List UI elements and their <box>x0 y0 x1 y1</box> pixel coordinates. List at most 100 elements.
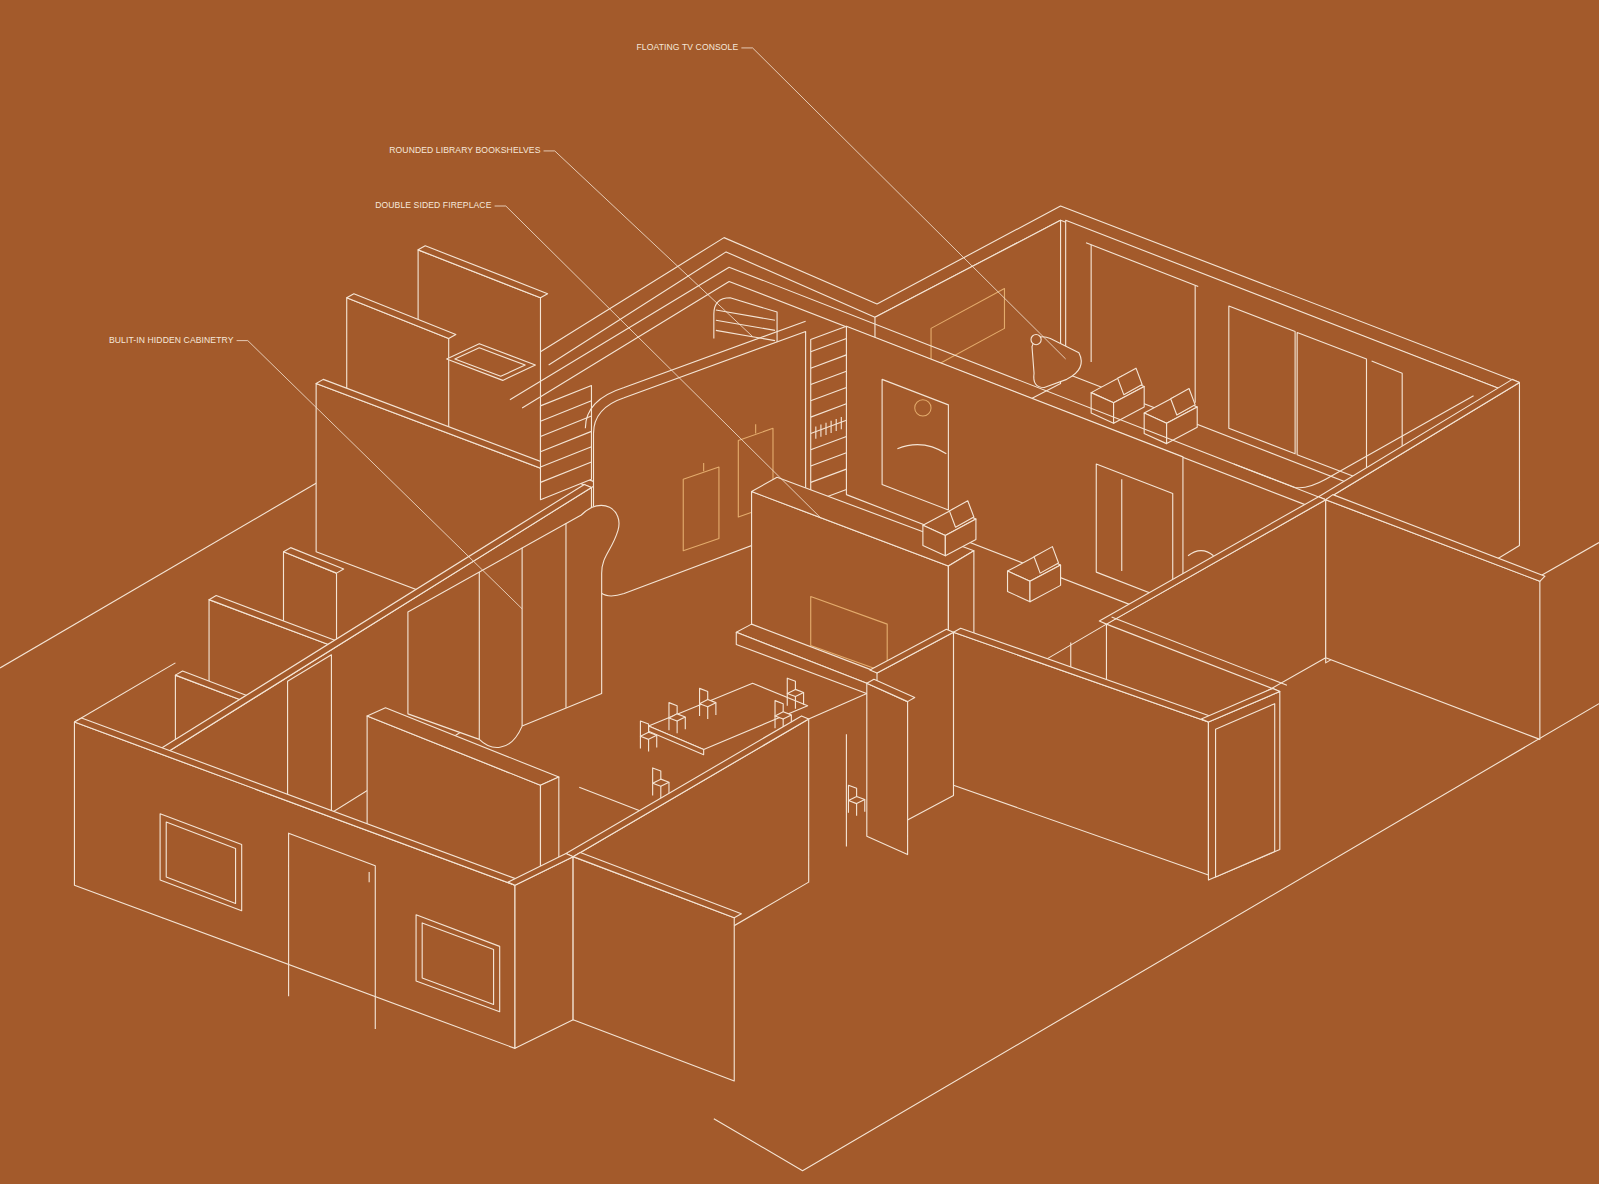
shower-tray <box>455 348 525 377</box>
window <box>160 814 242 911</box>
wall-top <box>1040 624 1106 663</box>
shower-tray <box>447 344 536 381</box>
book <box>836 419 837 431</box>
floor-edge <box>1540 543 1599 577</box>
book <box>825 423 826 435</box>
shelf <box>716 310 775 320</box>
door <box>289 833 376 1029</box>
wall-top <box>1326 495 1545 582</box>
chair <box>787 693 788 705</box>
armchair <box>923 525 945 556</box>
plant <box>915 400 931 416</box>
chair <box>656 735 657 747</box>
shelf <box>811 371 847 384</box>
artwork <box>683 467 719 551</box>
shelf <box>540 462 591 482</box>
leader-lines <box>237 48 1066 609</box>
leader-line <box>741 48 1065 359</box>
chair <box>700 700 716 707</box>
shelf <box>811 355 847 368</box>
window <box>166 822 235 904</box>
wall-top <box>175 671 246 700</box>
chair <box>787 689 803 696</box>
wall-top <box>209 596 335 645</box>
shelf <box>540 401 591 421</box>
doorway <box>882 379 948 510</box>
lamp <box>1188 551 1213 556</box>
wall-top <box>418 246 548 298</box>
wall-top <box>573 853 741 918</box>
lamp <box>1031 334 1041 344</box>
wall-top <box>508 854 573 886</box>
leader-line <box>544 151 753 337</box>
shelf <box>716 320 775 330</box>
wall <box>1208 691 1279 880</box>
tv-screen <box>931 289 1004 369</box>
tv-console <box>1032 337 1081 388</box>
armchair <box>1008 571 1030 602</box>
hidden-cabinetry <box>408 505 619 747</box>
doorway <box>1216 704 1275 877</box>
armchair <box>1034 547 1058 574</box>
rounded-bookshelf <box>714 298 777 343</box>
door <box>846 734 847 846</box>
shelf <box>811 404 847 417</box>
door-handle <box>369 872 370 882</box>
curtain-rod <box>1086 243 1198 287</box>
armchair <box>1091 393 1113 424</box>
wall <box>867 683 908 854</box>
wall-top <box>1099 497 1325 624</box>
chair <box>864 800 865 812</box>
wall-top <box>566 716 809 857</box>
exterior-wall <box>74 663 175 722</box>
shelf <box>811 469 847 482</box>
wall-top <box>870 629 954 673</box>
chair <box>774 716 775 728</box>
chair <box>669 714 685 721</box>
sliding-door <box>1297 332 1366 481</box>
shelf <box>811 388 847 401</box>
plant <box>897 445 946 454</box>
chair <box>668 718 669 730</box>
chair <box>775 712 791 719</box>
wall <box>953 632 1208 875</box>
chair <box>640 736 641 748</box>
callout-label: DOUBLE SIDED FIREPLACE <box>375 201 491 210</box>
chair <box>699 704 700 716</box>
book <box>831 421 832 433</box>
curtain <box>1195 286 1196 403</box>
curtain <box>1091 245 1092 362</box>
window <box>416 915 500 1012</box>
book <box>820 425 821 437</box>
wall-top <box>74 718 522 885</box>
cabinet-panel <box>522 548 523 726</box>
wall <box>515 857 573 1049</box>
callout-label: FLOATING TV CONSOLE <box>636 43 738 52</box>
door <box>1121 479 1122 571</box>
chair <box>707 707 708 719</box>
leader-line <box>237 341 523 609</box>
leader-line <box>495 206 821 518</box>
wall-top <box>809 693 867 718</box>
wall-top <box>1106 624 1279 691</box>
wall-top <box>953 628 1215 722</box>
chair <box>685 717 686 729</box>
chair <box>660 786 661 798</box>
wall-top <box>867 679 915 701</box>
artwork-light <box>703 463 704 471</box>
chair <box>856 804 857 816</box>
wall-top <box>1319 379 1520 499</box>
armchair <box>1171 389 1195 416</box>
window <box>422 923 493 1005</box>
shelf <box>540 416 591 436</box>
chair <box>640 732 656 739</box>
artwork-light <box>755 424 756 433</box>
doorway <box>1096 464 1172 602</box>
wall <box>573 857 734 1081</box>
hearth <box>736 624 885 685</box>
shelf <box>811 453 847 466</box>
book <box>815 426 816 438</box>
cabinet-panel <box>565 523 566 708</box>
